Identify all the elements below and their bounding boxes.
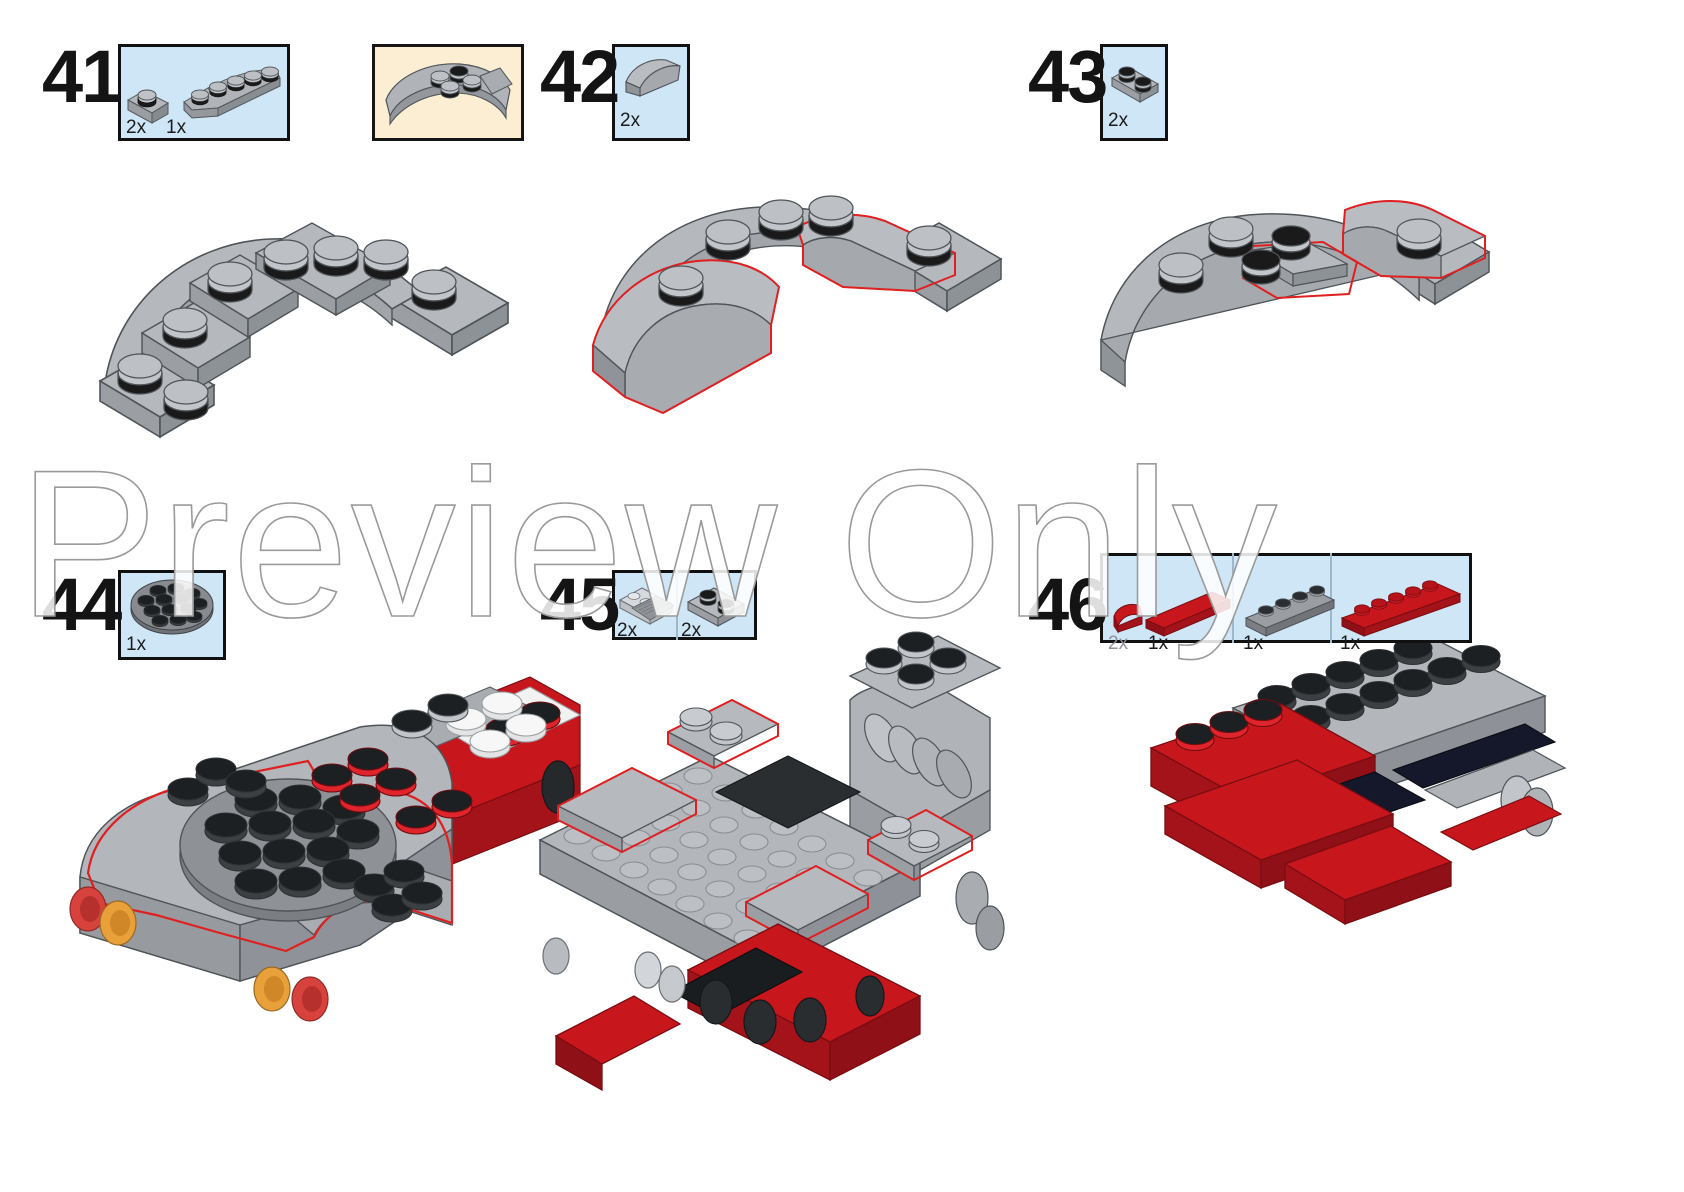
qty-label: 2x: [1108, 633, 1129, 654]
step-number-42: 42: [540, 35, 620, 118]
qty-label: 2x: [1108, 110, 1129, 131]
step-number-45: 45: [540, 563, 620, 646]
assembly-44-car-front: [60, 615, 582, 1022]
parts-callout-42: [612, 44, 690, 141]
qty-label: 2x: [620, 110, 641, 131]
part-slope-curved-red: [1108, 594, 1148, 636]
part-curved-slope-2x2: [620, 52, 686, 110]
assembly-43-arch-with-jumpers: [1085, 190, 1505, 410]
step-number-46: 46: [1028, 563, 1108, 646]
qty-label: 2x: [126, 117, 147, 138]
parts-divider: [676, 570, 678, 640]
qty-label: 2x: [681, 620, 702, 641]
part-plate-red-1x4: [1140, 586, 1236, 637]
part-assembled-curved-slope-with-studs: [380, 54, 516, 134]
part-plate-red-1x6: [1336, 578, 1466, 637]
qty-label: 1x: [1243, 633, 1264, 654]
assembly-45-chassis: [520, 631, 1060, 1092]
step-number-41: 41: [42, 35, 122, 118]
step-number-43: 43: [1028, 35, 1108, 118]
part-plate-modified-1x2-with-studs: [1106, 52, 1164, 108]
part-plate-1x4-smooth: [616, 578, 678, 625]
part-plate-dark-gray-1x4: [1240, 584, 1340, 637]
step-number-44: 44: [42, 563, 122, 646]
assembly-42-arch-with-slope: [585, 195, 1015, 435]
parts-divider: [1232, 553, 1234, 643]
part-plate-curved-4x1: [178, 58, 284, 128]
assembly-46-car-body: [1125, 620, 1595, 950]
qty-label: 1x: [1340, 633, 1361, 654]
qty-label: 1x: [1148, 633, 1169, 654]
qty-label: 2x: [617, 620, 638, 641]
assembly-41-curved-arch: [90, 205, 510, 439]
part-round-plate-4x4: [126, 576, 218, 638]
part-plate-1x1: [124, 78, 172, 124]
qty-label: 1x: [126, 634, 147, 655]
qty-label: 1x: [166, 117, 187, 138]
part-plate-1x2-with-studs: [684, 578, 750, 627]
